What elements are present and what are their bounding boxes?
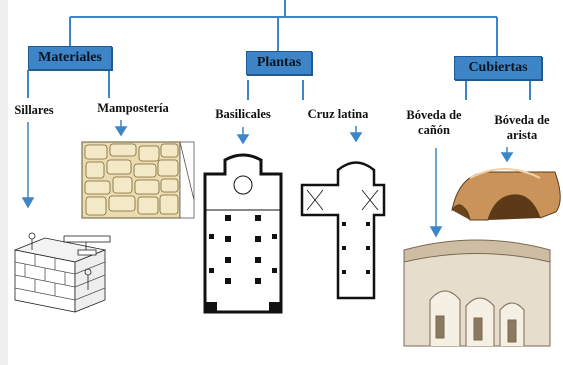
arrow-boveda-canon-head: [431, 227, 441, 236]
category-plantas: Plantas: [246, 51, 312, 75]
label-boveda-arista: Bóveda de arista: [484, 113, 560, 143]
arrow-boveda-arista-head: [502, 153, 512, 161]
category-materiales: Materiales: [28, 46, 112, 70]
category-cubiertas: Cubiertas: [454, 56, 542, 80]
sillares-illustration: [15, 233, 110, 312]
arrow-basilicales-head: [238, 135, 248, 143]
arrow-cruz-latina-head: [351, 133, 361, 141]
label-boveda-arista-line1: Bóveda de: [484, 113, 560, 128]
boveda-arista-illustration: [452, 169, 560, 220]
label-boveda-canon-line1: Bóveda de: [398, 108, 470, 123]
label-sillares: Sillares: [6, 103, 62, 118]
arrow-mamposteria-head: [116, 127, 126, 135]
label-basilicales: Basilicales: [203, 107, 283, 122]
mamposteria-illustration: [82, 142, 194, 218]
cruz-latina-illustration: [302, 163, 384, 299]
label-mamposteria: Mampostería: [84, 101, 182, 116]
boveda-canon-illustration: [404, 240, 550, 346]
arrow-sillares-head: [23, 198, 33, 207]
label-boveda-canon-line2: cañón: [398, 123, 470, 138]
label-cruz-latina: Cruz latina: [296, 107, 380, 122]
label-boveda-canon: Bóveda de cañón: [398, 108, 470, 138]
label-boveda-arista-line2: arista: [484, 128, 560, 143]
basilicales-illustration: [205, 155, 281, 312]
